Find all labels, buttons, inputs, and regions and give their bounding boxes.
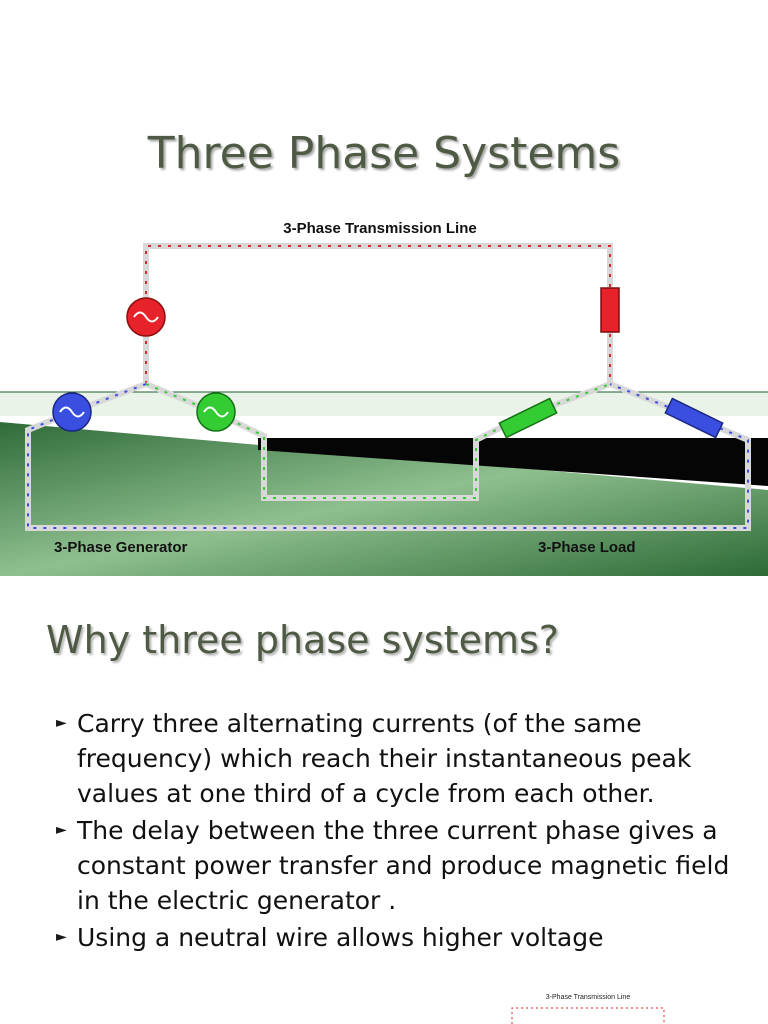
thumbnail-label: 3-Phase Transmission Line [546, 994, 631, 1001]
bullet-arrow-icon: ► [56, 822, 67, 838]
bullet-arrow-icon: ► [56, 715, 67, 731]
transmission-line-label: 3-Phase Transmission Line [283, 220, 476, 237]
bullet-list: ► Carry three alternating currents (of t… [50, 706, 740, 957]
section-heading: Why three phase systems? [46, 618, 559, 662]
list-item: ► The delay between the three current ph… [50, 813, 740, 918]
load-phase-c [498, 397, 558, 439]
load-phase-a [600, 287, 620, 333]
source-phase-b [52, 392, 92, 432]
wire-phase-a [143, 243, 613, 384]
bullet-arrow-icon: ► [56, 929, 67, 945]
three-phase-diagram: 3-Phase Transmission Line 3-Phase Genera… [0, 220, 768, 576]
ground-dark-strip [258, 438, 768, 486]
load-phase-b [664, 397, 724, 439]
slide-title: Three Phase Systems [147, 128, 621, 179]
generator-label: 3-Phase Generator [54, 539, 188, 556]
source-phase-a [126, 297, 166, 337]
diagram-thumbnail: 3-Phase Transmission Line [511, 994, 665, 1024]
source-phase-c [196, 392, 236, 432]
list-item: ► Carry three alternating currents (of t… [50, 706, 740, 811]
list-item: ► Using a neutral wire allows higher vol… [50, 920, 740, 955]
load-label: 3-Phase Load [538, 539, 636, 556]
